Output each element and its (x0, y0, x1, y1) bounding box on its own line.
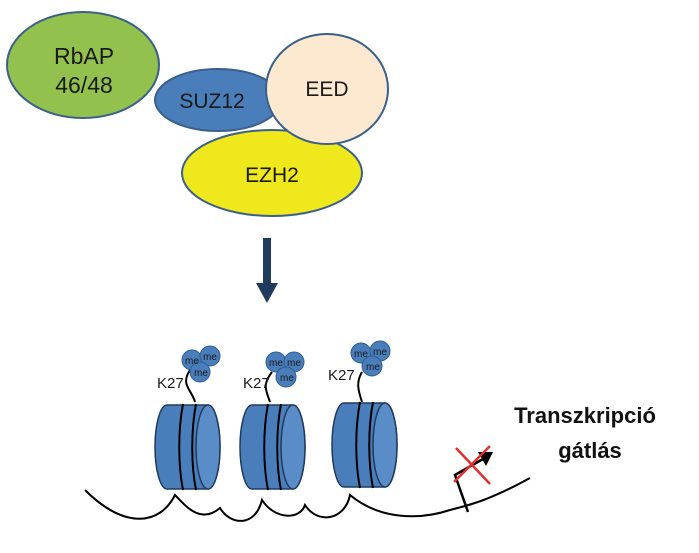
suz12-label: SUZ12 (179, 90, 244, 113)
nucleosome-2-me-1: me (269, 358, 283, 369)
eed-ellipse (265, 33, 389, 145)
rbap-label-line2: 46/48 (55, 72, 113, 98)
nucleosome-2-me-3: me (280, 373, 294, 384)
nucleosome-1-me-2: me (203, 352, 217, 363)
nucleosome-3-label: K27 (328, 367, 355, 384)
nucleosome-1-label: K27 (157, 375, 184, 392)
result-line2: gátlás (558, 438, 622, 463)
nucleosome-1-me-1: me (185, 356, 199, 367)
dna-strand (84, 477, 531, 522)
blocked-cross-icon (453, 445, 491, 485)
nucleosome-3: me me me K27 (328, 340, 398, 489)
nucleosome-1-me-3: me (194, 368, 208, 379)
prc2-complex: RbAP 46/48 SUZ12 EED EZH2 (6, 11, 389, 217)
nucleosome-2-me-2: me (287, 358, 301, 369)
ezh2-ellipse (181, 129, 363, 217)
nucleosome-3-me-1: me (354, 349, 368, 360)
nucleosome-3-me-2: me (373, 347, 387, 358)
nucleosome-2: me me me K27 (239, 351, 306, 491)
eed-label: EED (305, 78, 348, 101)
nucleosome-1: me me me K27 (154, 345, 221, 491)
rbap-ellipse (6, 11, 160, 119)
rbap-label-line1: RbAP (54, 43, 114, 69)
nucleosome-3-me-3: me (366, 362, 380, 373)
down-arrow (256, 238, 278, 303)
ezh2-label: EZH2 (245, 164, 299, 187)
nucleosome-2-label: K27 (243, 375, 270, 392)
result-line1: Transzkripció (514, 403, 656, 428)
